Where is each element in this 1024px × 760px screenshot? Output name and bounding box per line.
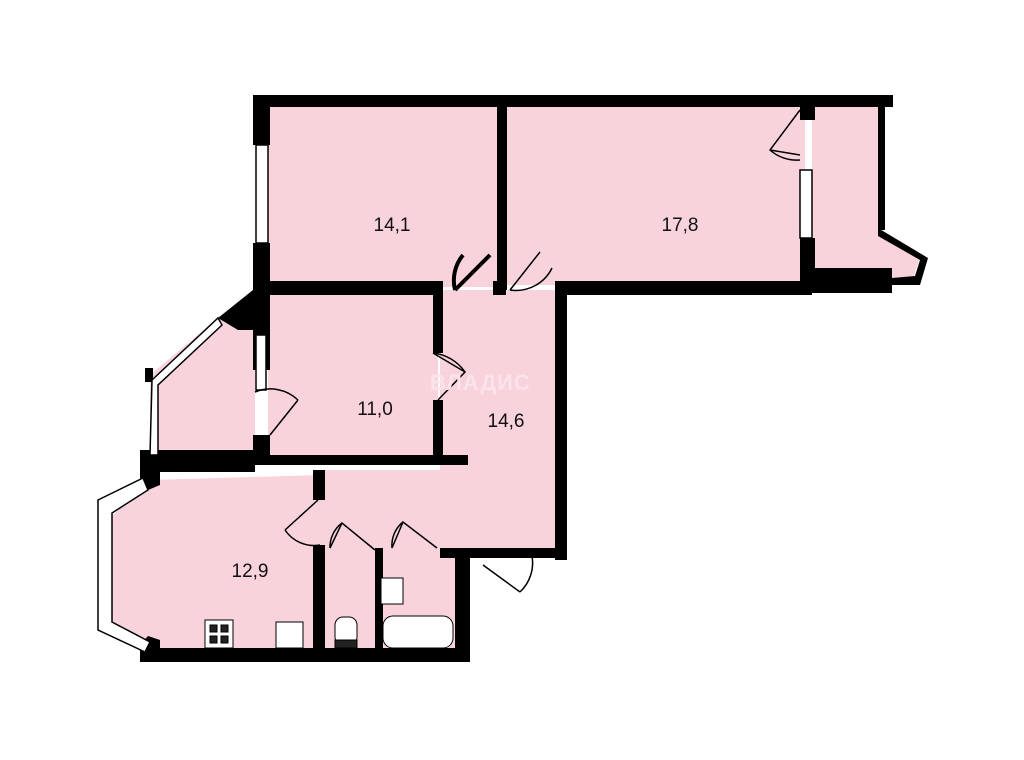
- bathtub-icon: [382, 615, 454, 649]
- washbasin-icon: [380, 577, 404, 605]
- window: [97, 476, 151, 653]
- window: [255, 334, 267, 391]
- window: [255, 144, 269, 244]
- hallway-fill: [320, 290, 558, 555]
- fixtures: [204, 577, 454, 649]
- room-2-fill: [505, 105, 805, 285]
- room-area-label: 12,9: [231, 561, 269, 582]
- room-area-label: 14,6: [487, 411, 525, 432]
- sink-icon: [275, 621, 304, 649]
- doors: [254, 109, 801, 593]
- balcony-fill: [812, 105, 920, 280]
- room-area-label: 14,1: [373, 215, 411, 236]
- windows: [97, 144, 813, 653]
- window: [149, 316, 223, 456]
- room-area-label: 11,0: [357, 399, 393, 420]
- room-area-label: 17,8: [661, 215, 699, 236]
- room-3-fill: [268, 293, 438, 465]
- loggia-fill: [150, 300, 255, 455]
- stove-icon: [204, 619, 234, 649]
- room-1-fill: [268, 105, 500, 287]
- watermark: ВЛАДИС: [430, 370, 531, 395]
- walls: [140, 95, 928, 662]
- room-fills: [110, 105, 920, 650]
- kitchen-fill: [110, 475, 320, 650]
- window: [799, 169, 813, 239]
